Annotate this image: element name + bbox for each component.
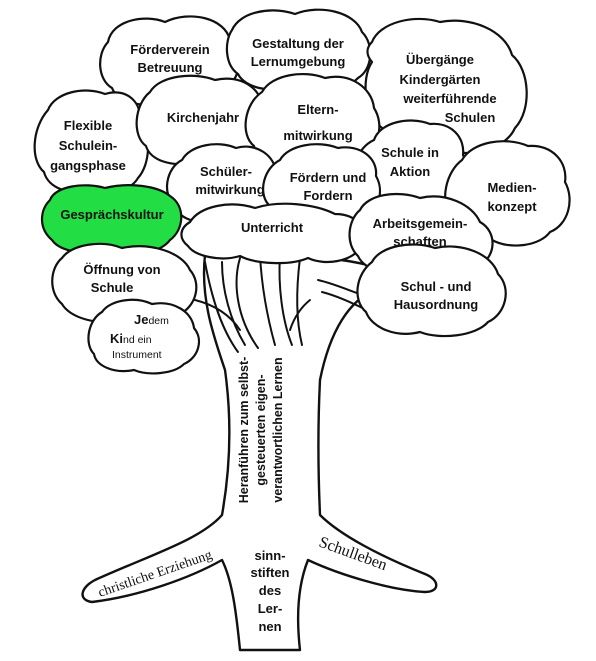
label-schulordnung-line1: Schul - und xyxy=(401,279,472,294)
root-center-line1: sinn- xyxy=(254,548,285,563)
label-schuelermitwirkung-line2: mitwirkung xyxy=(195,182,264,197)
label-jeki-line2: Kind ein xyxy=(110,331,152,346)
label-medienkonzept-line1: Medien- xyxy=(487,180,536,195)
label-foerderverein-line1: Förderverein xyxy=(130,42,210,57)
label-kirchenjahr: Kirchenjahr xyxy=(167,110,239,125)
trunk-text: Heranführen zum selbst- gesteuerten eige… xyxy=(237,357,285,504)
label-jeki-line3: Instrument xyxy=(112,349,162,361)
label-arbeitsgemeinschaften-line1: Arbeitsgemein- xyxy=(373,216,468,231)
label-foerdern-line2: Fordern xyxy=(303,188,352,203)
cloud-flexible: Flexible Schulein- gangsphase xyxy=(33,89,150,194)
root-center-line2: stiften xyxy=(251,565,290,580)
label-oeffnung-line1: Öffnung von xyxy=(83,262,160,277)
cloud-gespraechskultur: Gesprächskultur xyxy=(40,184,183,256)
cloud-kirchenjahr: Kirchenjahr xyxy=(135,74,269,168)
root-center-line4: Ler- xyxy=(258,601,283,616)
label-flexible-line1: Flexible xyxy=(64,118,112,133)
root-center-line3: des xyxy=(259,583,281,598)
label-foerdern-line1: Fördern und xyxy=(290,170,367,185)
cloud-unterricht: Unterricht xyxy=(180,202,365,265)
label-flexible-line2: Schulein- xyxy=(59,138,118,153)
label-gespraechskultur: Gesprächskultur xyxy=(60,207,163,222)
root-label-center: sinn- stiften des Ler- nen xyxy=(251,548,290,634)
label-foerderverein-line2: Betreuung xyxy=(138,60,203,75)
label-medienkonzept-line2: konzept xyxy=(487,199,537,214)
label-jeki-line1: Jedem xyxy=(134,312,169,327)
trunk-branch-lines xyxy=(194,255,386,353)
label-elternmitwirkung-line1: Eltern- xyxy=(297,102,338,117)
label-oeffnung-line2: Schule xyxy=(91,280,134,295)
label-gestaltung-line1: Gestaltung der xyxy=(252,36,344,51)
label-uebergaenge-line3: weiterführende xyxy=(402,91,496,106)
cloud-schuelermitwirkung: Schüler- mitwirkung xyxy=(165,143,282,226)
label-schule-in-aktion-line1: Schule in xyxy=(381,145,439,160)
label-elternmitwirkung-line2: mitwirkung xyxy=(283,128,352,143)
cloud-gestaltung: Gestaltung der Lernumgebung xyxy=(225,8,372,92)
label-gestaltung-line2: Lernumgebung xyxy=(251,54,346,69)
label-uebergaenge-line2: Kindergärten xyxy=(400,72,481,87)
trunk-text-line2: gesteuerten eigen- xyxy=(254,374,268,485)
trunk-text-line1: Heranführen zum selbst- xyxy=(237,357,251,504)
cloud-schulordnung: Schul - und Hausordnung xyxy=(356,243,507,338)
cloud-jeki: Jedem Kind ein Instrument xyxy=(87,298,201,375)
root-center-line5: nen xyxy=(258,619,281,634)
trunk-text-line3: verantwortlichen Lernen xyxy=(271,357,285,502)
label-flexible-line3: gangsphase xyxy=(50,158,126,173)
label-uebergaenge-line4: Schulen xyxy=(445,110,496,125)
label-schuelermitwirkung-line1: Schüler- xyxy=(200,164,252,179)
label-uebergaenge-line1: Übergänge xyxy=(406,52,474,67)
label-schule-in-aktion-line2: Aktion xyxy=(390,164,431,179)
label-schulordnung-line2: Hausordnung xyxy=(394,297,479,312)
label-unterricht: Unterricht xyxy=(241,220,304,235)
